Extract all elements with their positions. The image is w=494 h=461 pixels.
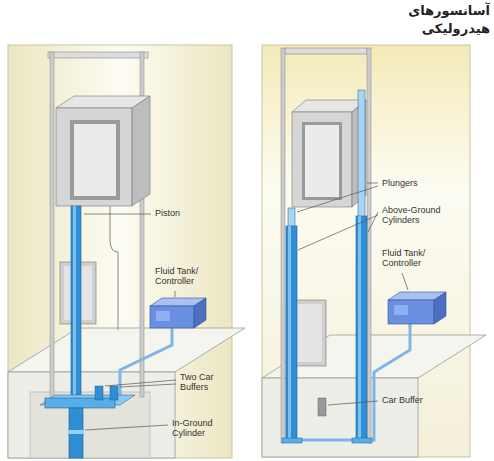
part-label: Plungers — [382, 178, 452, 188]
left-shaft — [8, 45, 245, 458]
car-buffer — [318, 398, 326, 416]
part-label: In-Ground Cylinder — [172, 418, 227, 439]
leader-lines — [84, 183, 408, 430]
left-piston — [40, 206, 135, 458]
traveling-cable — [110, 206, 118, 330]
part-label: Two Car Buffers — [180, 372, 230, 393]
part-label: Fluid Tank/ Controller — [382, 248, 437, 269]
left-fluid-tank — [150, 298, 206, 328]
right-car — [292, 100, 366, 207]
left-car — [56, 96, 150, 206]
hydraulic-pipe — [297, 324, 410, 440]
right-cylinders — [282, 90, 372, 443]
right-shaft — [262, 45, 486, 457]
part-label: Piston — [155, 208, 225, 218]
part-label: Above-Ground Cylinders — [382, 205, 448, 226]
right-rails — [281, 48, 371, 443]
part-label: Fluid Tank/ Controller — [155, 266, 210, 287]
title: آسانسورهای هیدرولیکی — [390, 2, 490, 38]
part-label: Car Buffer — [382, 395, 452, 405]
right-fluid-tank — [388, 292, 446, 324]
